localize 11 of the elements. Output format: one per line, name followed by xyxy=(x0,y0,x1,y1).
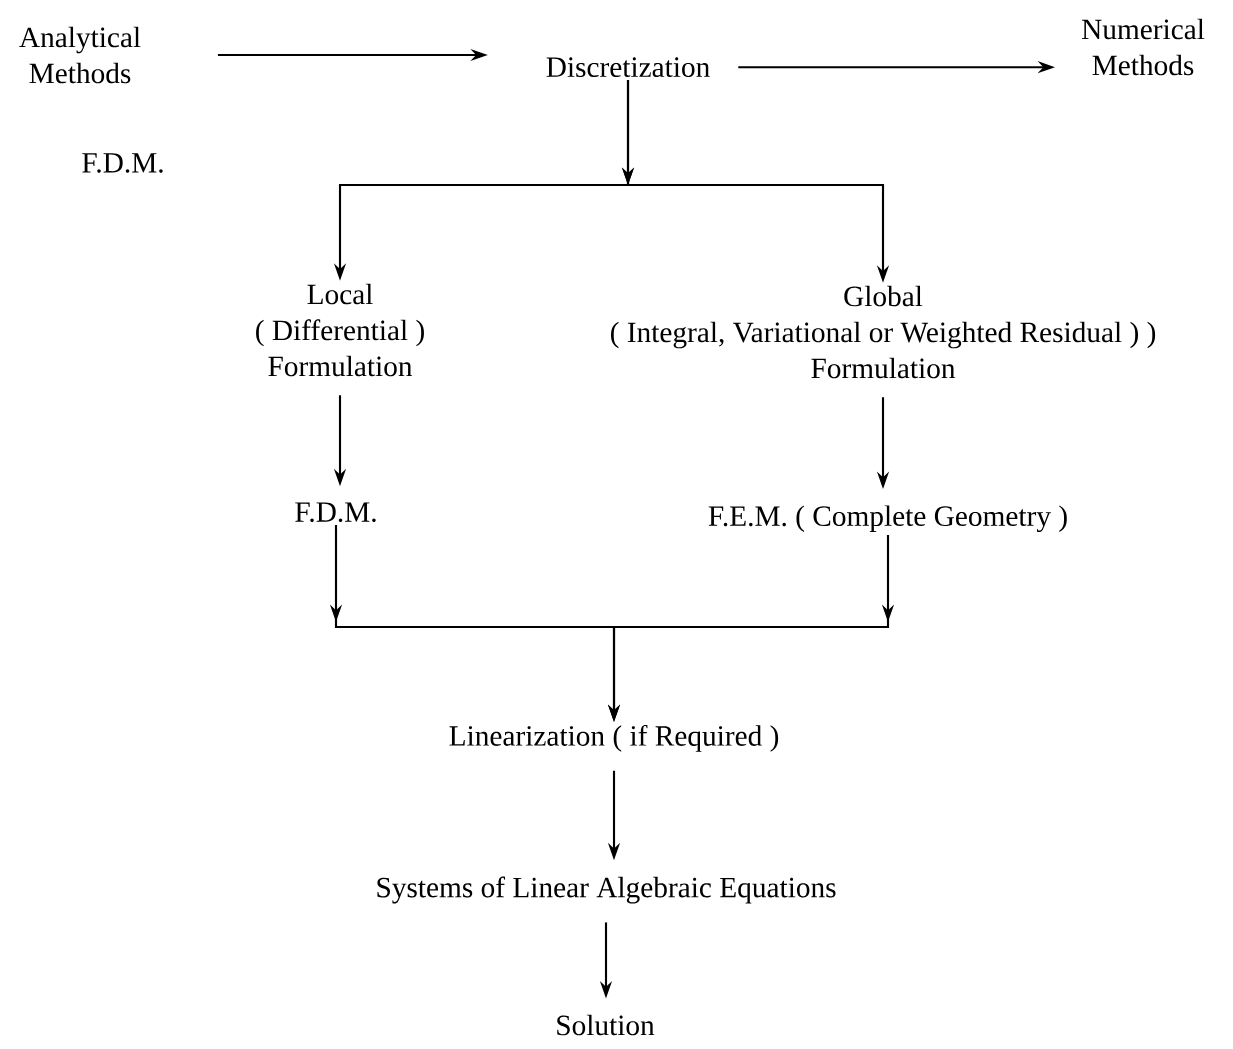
step-label: Discretization xyxy=(546,57,710,78)
step-label: Global ( Integral, Variational or Weighted Residual ) ) Formulation xyxy=(611,285,1156,379)
step-label: F.E.M. ( Complete Geometry ) xyxy=(708,505,1067,533)
step-label: Analytical Methods xyxy=(19,26,141,84)
step-label: Numerical Methods xyxy=(1081,18,1205,76)
step-label: Linearization ( if Required ) xyxy=(449,724,779,752)
step-label: Systems of Linear Algebraic Equations xyxy=(377,876,836,904)
step-label: Solution xyxy=(557,1014,655,1036)
step-label: F.D.M. xyxy=(295,502,376,523)
note-label: F.D.M. xyxy=(82,153,163,173)
step-label: Local ( Differential ) Formulation xyxy=(256,283,424,377)
